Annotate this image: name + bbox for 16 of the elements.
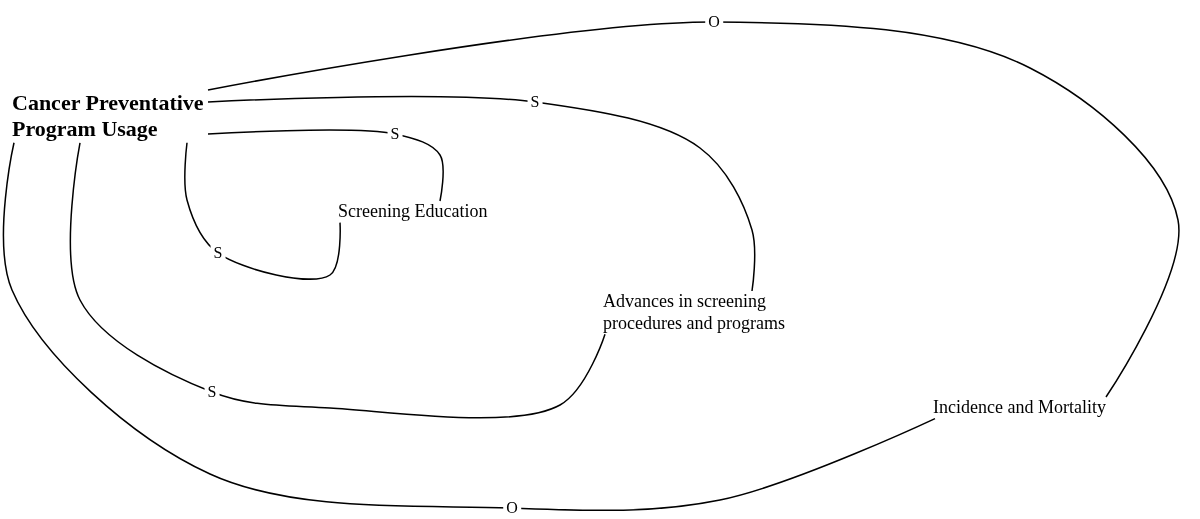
edge-label: O	[503, 500, 521, 516]
edge-label: O	[705, 14, 723, 30]
connector-line	[207, 21, 1180, 398]
connector-line	[207, 95, 756, 292]
variable-label: Incidence and Mortality	[933, 397, 1108, 419]
variable-label: Advances in screening procedures and programs	[603, 291, 808, 335]
connector-line	[207, 129, 444, 202]
edge-label: S	[527, 94, 543, 110]
variable-label: Cancer Preventative Program Usage	[12, 90, 210, 143]
edge-label: S	[387, 126, 403, 142]
edge-label: S	[210, 245, 226, 261]
connector-line	[69, 142, 606, 419]
connector-line	[184, 142, 341, 280]
variable-label: Screening Education	[338, 201, 490, 223]
connector-line	[2, 142, 936, 512]
edge-label: S	[204, 384, 220, 400]
